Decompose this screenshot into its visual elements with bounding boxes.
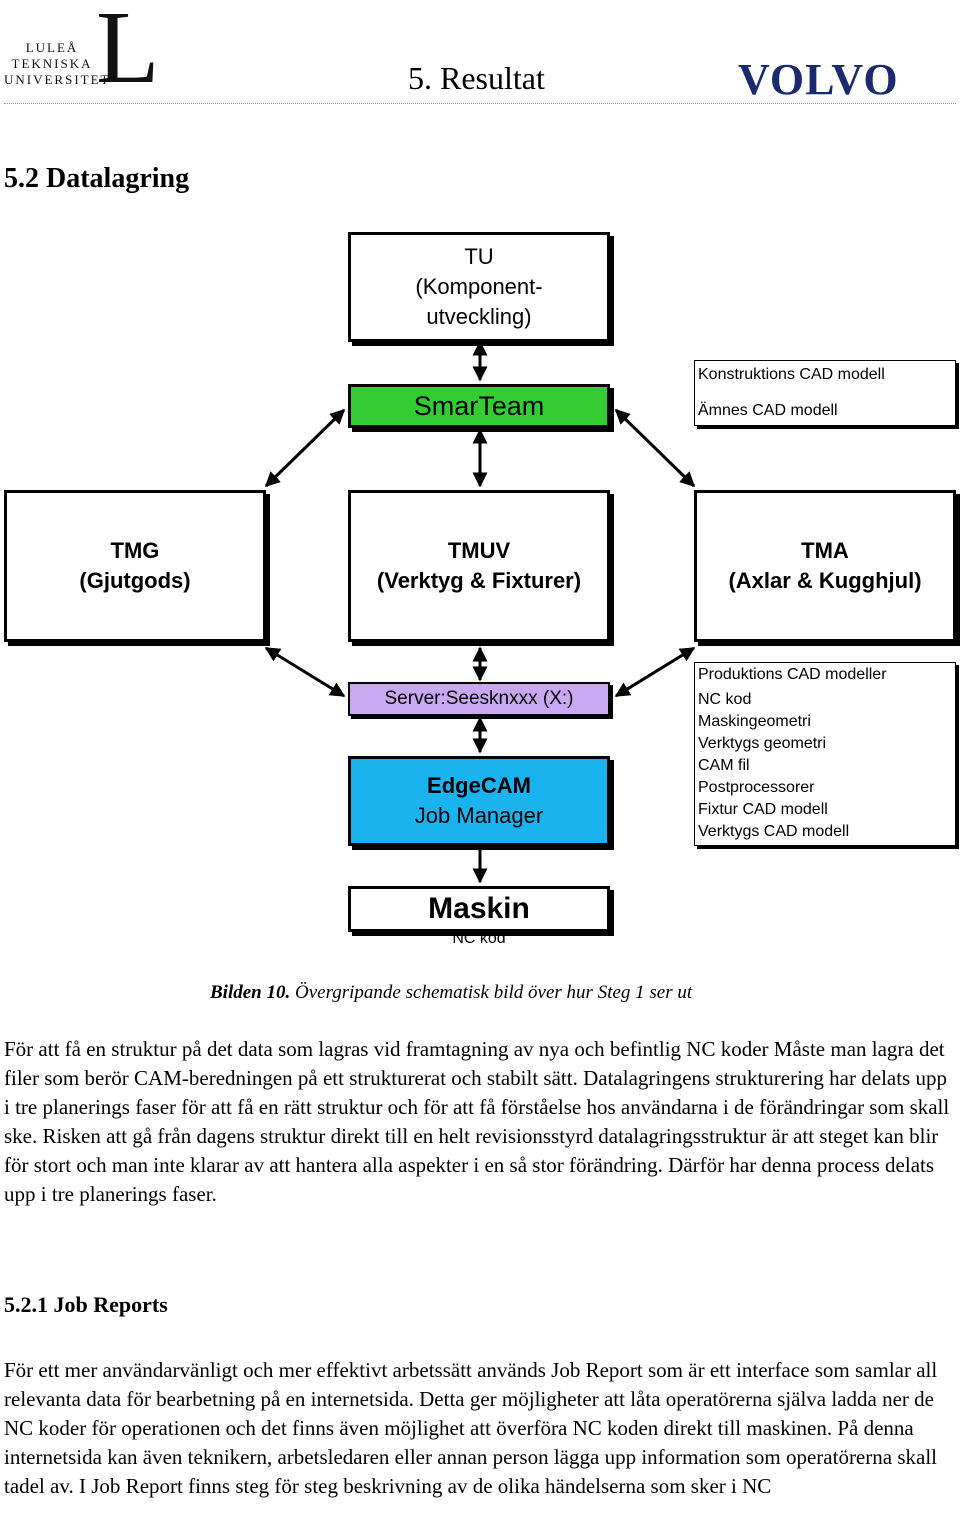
models-list-box: Konstruktions CAD modell Ämnes CAD model… (694, 360, 956, 426)
figure-number: Bilden 10. (210, 982, 291, 1003)
models-item-2: Ämnes CAD modell (698, 402, 838, 419)
arrow-smarteam-tma (614, 408, 696, 488)
tu-label: TU (464, 244, 494, 269)
production-item-5: CAM fil (698, 757, 750, 774)
logo-text: LULEÅ TEKNISKA UNIVERSITET (4, 40, 111, 88)
production-item-6: Postprocessorer (698, 779, 815, 796)
logo-line-2: TEKNISKA (11, 56, 93, 71)
models-item-1: Konstruktions CAD modell (698, 366, 885, 383)
logo-line-3: UNIVERSITET (4, 72, 111, 87)
production-item-2: NC kod (698, 691, 752, 708)
chapter-title: 5. Resultat (408, 60, 545, 96)
logo-letter: L (96, 0, 160, 105)
figure-caption-text: Övergripande schematisk bild över hur St… (290, 982, 693, 1003)
job-manager-label: Job Manager (414, 803, 544, 828)
tma-sublabel: (Axlar & Kugghjul) (728, 568, 922, 593)
maskin-label: Maskin (428, 892, 530, 925)
production-item-8: Verktygs CAD modell (698, 823, 850, 840)
paragraph-job-reports: För ett mer användarvänligt och mer effe… (4, 1358, 938, 1498)
edgecam-label: EdgeCAM (427, 773, 531, 798)
paragraph-datalagring: För att få en struktur på det data som l… (4, 1037, 950, 1206)
production-item-4: Verktygs geometri (698, 735, 827, 752)
subsection-heading: 5.2.1 Job Reports (4, 1292, 168, 1317)
edgecam-box: EdgeCAM Job Manager (348, 756, 610, 846)
figure-caption: Bilden 10. Övergripande schematisk bild … (210, 982, 692, 1004)
production-item-3: Maskingeometri (698, 713, 811, 730)
maskin-sublabel: NC kod (452, 930, 506, 947)
production-item-7: Fixtur CAD modell (698, 801, 828, 818)
university-logo: L LULEÅ TEKNISKA UNIVERSITET (4, 0, 180, 100)
tmg-label: TMG (110, 538, 160, 563)
logo-line-1: LULEÅ (25, 40, 79, 55)
server-box: Server:Seesknxxx (X:) (348, 682, 610, 716)
arrow-tmg-server (264, 646, 346, 698)
production-list-box: Produktions CAD modeller NC kod Maskinge… (694, 662, 956, 846)
smarteam-label: SmarTeam (413, 390, 545, 421)
tu-label-line3: utveckling) (426, 304, 532, 329)
brand-logo: VOLVO (738, 55, 899, 104)
smarteam-box: SmarTeam (348, 384, 610, 428)
tu-label-line2: (Komponent- (415, 274, 543, 299)
tu-box: TU (Komponent- utveckling) (348, 232, 610, 342)
tma-box: TMA (Axlar & Kugghjul) (694, 490, 956, 642)
section-heading: 5.2 Datalagring (4, 163, 190, 194)
header-divider (4, 103, 956, 104)
tmg-box: TMG (Gjutgods) (4, 490, 266, 642)
arrow-tma-server (614, 646, 696, 698)
maskin-box: Maskin (348, 886, 610, 932)
server-label: Server:Seesknxxx (X:) (384, 688, 574, 709)
tma-label: TMA (801, 538, 849, 563)
tmuv-label: TMUV (447, 538, 511, 563)
tmuv-box: TMUV (Verktyg & Fixturer) (348, 490, 610, 642)
tmg-sublabel: (Gjutgods) (79, 568, 191, 593)
production-item-1: Produktions CAD modeller (698, 666, 887, 683)
arrow-smarteam-tmg (264, 408, 346, 488)
tmuv-sublabel: (Verktyg & Fixturer) (376, 568, 582, 593)
diagram-connectors (264, 340, 696, 884)
